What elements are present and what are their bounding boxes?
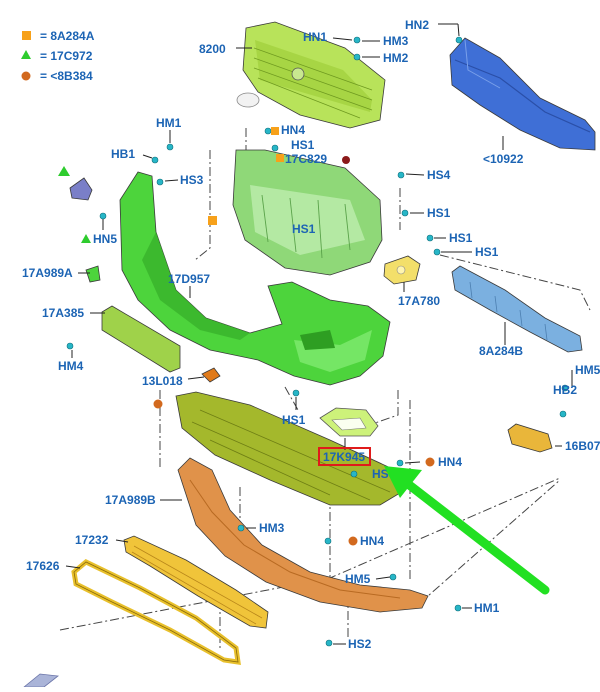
bracket-17a780 <box>383 255 421 285</box>
clip-17a989a <box>85 265 101 283</box>
label-hs2: HS2 <box>348 637 372 651</box>
label-10922: <10922 <box>483 152 524 166</box>
label-hs1-d: HS1 <box>449 231 473 245</box>
label-17d957: 17D957 <box>168 272 210 286</box>
legend-square-icon <box>22 31 31 40</box>
part-13l018 <box>201 367 221 383</box>
legend-label-3: = <8B384 <box>40 69 93 83</box>
marker-8b384-icon-2 <box>425 457 435 467</box>
label-hm3: HM3 <box>383 34 409 48</box>
highlight-box-17k945 <box>318 447 371 466</box>
marker-17c972-icon <box>81 234 91 243</box>
label-hn4-top: HN4 <box>281 123 305 137</box>
marker-8b384-icon-3 <box>348 536 358 546</box>
marker-8a284a-icon <box>208 216 217 225</box>
label-hn4-mid: HN4 <box>438 455 462 469</box>
label-hs1-b: HS1 <box>292 222 316 236</box>
grille-bracket-frame <box>232 149 383 276</box>
lower-valance <box>177 457 429 613</box>
label-hs1-c: HS1 <box>427 206 451 220</box>
label-17232: 17232 <box>75 533 109 547</box>
bracket-16b07 <box>507 423 553 453</box>
label-17a989b: 17A989B <box>105 493 156 507</box>
strip-17a385 <box>101 305 181 373</box>
label-hb2: HB2 <box>553 383 577 397</box>
label-16b07: 16B07 <box>565 439 600 453</box>
label-8200: 8200 <box>199 42 226 56</box>
legend-triangle-icon <box>21 50 31 59</box>
energy-absorber <box>451 265 583 353</box>
label-hm5-low: HM5 <box>345 572 371 586</box>
label-hs1-e: HS1 <box>282 413 306 427</box>
label-17a989a: 17A989A <box>22 266 73 280</box>
label-hs1-a: HS1 <box>291 138 315 152</box>
legend-circle-icon <box>21 71 31 81</box>
label-13l018: 13L018 <box>142 374 183 388</box>
label-17c829: 17C829 <box>285 152 327 166</box>
label-hn4-low: HN4 <box>360 534 384 548</box>
emblem-blank <box>236 92 260 108</box>
side-bracket-17c972 <box>58 166 93 201</box>
marker-dark-circle-icon <box>342 156 350 164</box>
label-hm1-low: HM1 <box>474 601 500 615</box>
pointer-arrow <box>384 466 550 595</box>
callout-labels: 8200 HN1 HM3 HM2 HN2 HM1 HN4 HS1 17C829 … <box>22 18 600 651</box>
legend: = 8A284A = 17C972 = <8B384 <box>21 29 95 83</box>
label-hs-mid: HS <box>372 467 389 481</box>
legend-label-1: = 8A284A <box>40 29 95 43</box>
label-hn5: HN5 <box>93 232 117 246</box>
label-17a780: 17A780 <box>398 294 440 308</box>
label-hn2: HN2 <box>405 18 429 32</box>
leader-lines <box>65 23 573 645</box>
bumper-reinforcement <box>449 37 596 151</box>
label-17k945: 17K945 <box>323 450 365 464</box>
marker-8a284a-icon-3 <box>276 154 284 162</box>
label-hm4: HM4 <box>58 359 84 373</box>
label-hm3-low: HM3 <box>259 521 285 535</box>
marker-8b384-icon-1 <box>153 399 163 409</box>
label-17a385: 17A385 <box>42 306 84 320</box>
label-17626: 17626 <box>26 559 60 573</box>
label-hm5: HM5 <box>575 363 600 377</box>
bumper-cover <box>119 171 391 386</box>
marker-8a284a-icon-2 <box>271 127 279 135</box>
legend-label-2: = 17C972 <box>40 49 93 63</box>
label-hs4: HS4 <box>427 168 451 182</box>
view-indicator-icon <box>22 673 60 688</box>
fasteners <box>66 36 569 647</box>
label-hb1: HB1 <box>111 147 135 161</box>
label-hm2: HM2 <box>383 51 409 65</box>
lower-grille <box>123 535 269 629</box>
label-hm1-top: HM1 <box>156 116 182 130</box>
upper-grille <box>236 21 386 129</box>
label-8a284b: 8A284B <box>479 344 523 358</box>
lower-deflector <box>175 391 406 506</box>
label-hs3: HS3 <box>180 173 204 187</box>
label-hs1-f: HS1 <box>475 245 499 259</box>
label-hn1: HN1 <box>303 30 327 44</box>
